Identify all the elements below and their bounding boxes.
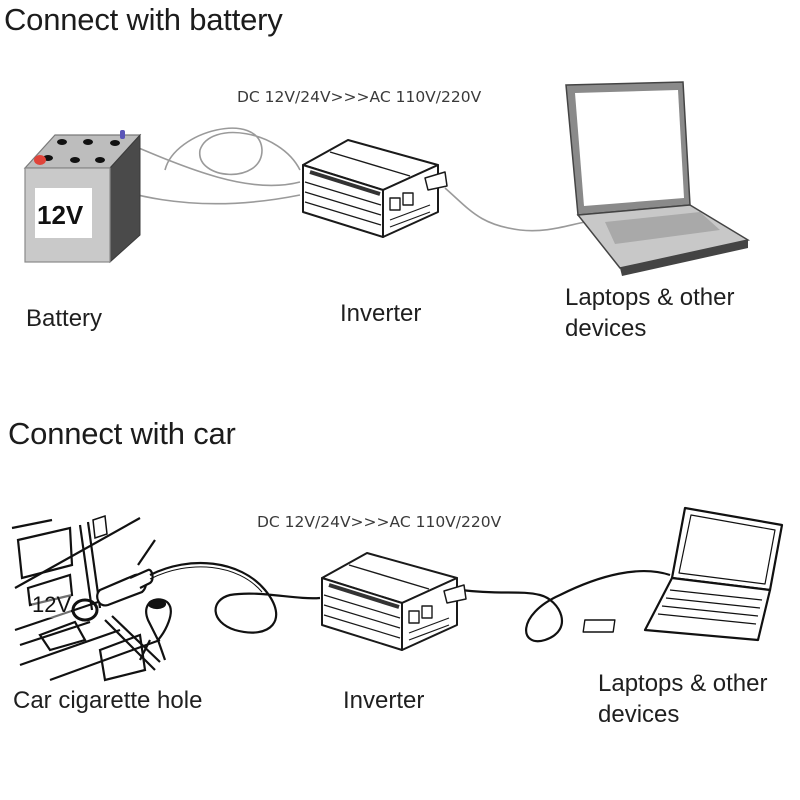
conversion-label-battery: DC 12V/24V>>>AC 110V/220V [237, 88, 482, 106]
gear-shift-icon [139, 598, 172, 661]
battery-icon [23, 130, 142, 264]
inverter-label-car: Inverter [343, 687, 425, 714]
source-label-battery: Battery [26, 305, 103, 332]
inverter-icon [302, 139, 448, 238]
device-label-line2: devices [598, 701, 680, 728]
car-cable [149, 561, 321, 634]
device-label-battery: Laptops & other devices [565, 282, 734, 344]
source-label-car: Car cigarette hole [13, 687, 203, 714]
device-label-line2: devices [565, 315, 647, 342]
laptop-cable [444, 187, 586, 232]
device-label-car: Laptops & other devices [598, 668, 767, 730]
inverter-icon [321, 552, 467, 651]
inverter-label-battery: Inverter [340, 300, 422, 327]
battery-diagram [23, 81, 750, 276]
section-title-battery: Connect with battery [4, 2, 283, 37]
car-dashboard-icon [11, 514, 161, 682]
laptop-icon [565, 81, 750, 276]
battery-badge: 12V [37, 200, 84, 230]
positive-terminal-icon [34, 155, 46, 165]
section-title-car: Connect with car [8, 416, 236, 451]
device-label-line1: Laptops & other [565, 284, 735, 311]
conversion-label-car: DC 12V/24V>>>AC 110V/220V [257, 513, 502, 531]
device-label-line1: Laptops & other [598, 670, 768, 697]
laptop-cable-car [461, 569, 671, 643]
car-badge: 12V [32, 592, 72, 618]
cigarette-plug-icon [96, 568, 154, 607]
negative-terminal-icon [120, 130, 125, 139]
laptop-icon [582, 506, 784, 642]
